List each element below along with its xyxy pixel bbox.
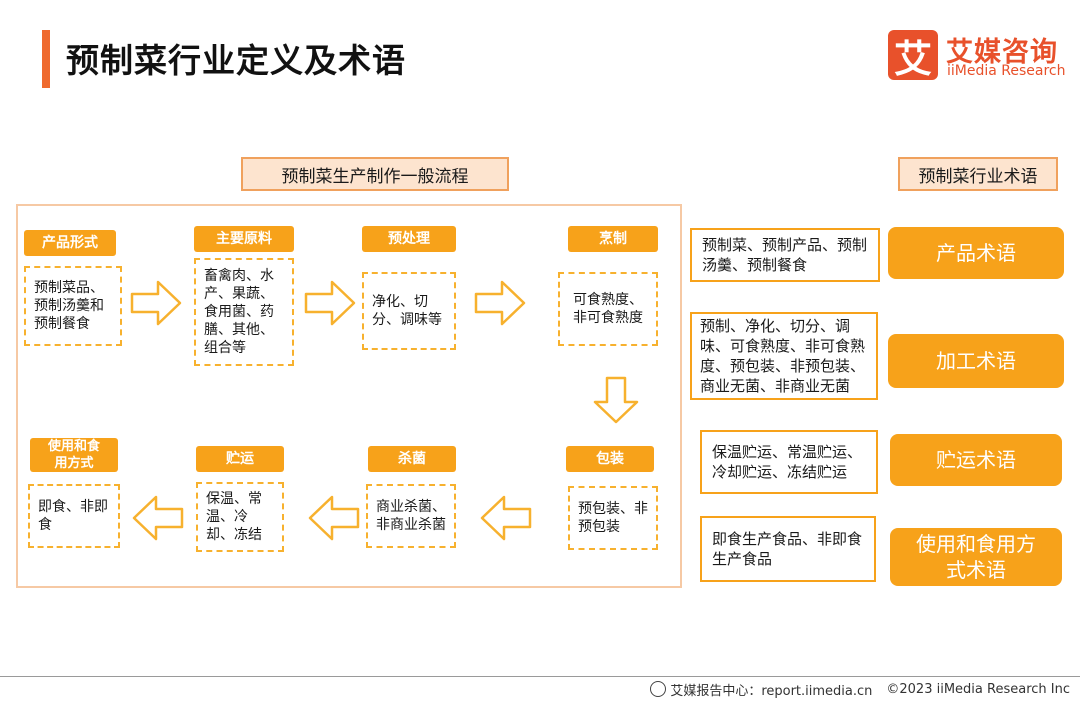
step-box-usage: 即食、非即食 (28, 484, 120, 548)
arrow-left-icon (480, 494, 532, 542)
arrow-right-icon (474, 279, 526, 327)
arrow-left-icon (132, 494, 184, 542)
arrow-right-icon (304, 279, 356, 327)
step-tag-packaging: 包装 (566, 446, 654, 472)
term-name-processing: 加工术语 (888, 334, 1064, 388)
step-tag-sterilization: 杀菌 (368, 446, 456, 472)
footer-copyright: ©2023 iiMedia Research Inc (886, 682, 1070, 697)
step-box-packaging: 预包装、非预包装 (568, 486, 658, 550)
step-box-raw-material: 畜禽肉、水产、果蔬、食用菌、药膳、其他、组合等 (194, 258, 294, 366)
brand-logo-icon: 艾 (888, 30, 938, 81)
footer-divider (0, 676, 1080, 677)
step-box-cooking: 可食熟度、非可食熟度 (558, 272, 658, 346)
step-content-usage: 即食、非即食 (38, 499, 108, 533)
flow-section-title: 预制菜生产制作一般流程 (241, 157, 509, 191)
arrow-right-icon (130, 279, 182, 327)
term-desc-product: 预制菜、预制产品、预制汤羹、预制餐食 (690, 228, 880, 282)
step-box-pretreatment: 净化、切分、调味等 (362, 272, 456, 350)
footer-source-text: 艾媒报告中心：report.iimedia.cn (670, 684, 873, 699)
term-desc-usage: 即食生产食品、非即食生产食品 (700, 516, 876, 582)
arrow-down-icon (592, 376, 640, 424)
step-tag-raw-material: 主要原料 (194, 226, 294, 252)
step-box-sterilization: 商业杀菌、非商业杀菌 (366, 484, 456, 548)
flow-panel (16, 204, 682, 588)
title-accent-bar (42, 30, 50, 88)
term-name-product: 产品术语 (888, 227, 1064, 279)
footer: 艾媒报告中心：report.iimedia.cn ©2023 iiMedia R… (650, 680, 1070, 699)
step-content-packaging: 预包装、非预包装 (578, 501, 648, 535)
step-tag-storage: 贮运 (196, 446, 284, 472)
page-title: 预制菜行业定义及术语 (66, 41, 406, 80)
step-box-product-form: 预制菜品、预制汤羹和预制餐食 (24, 266, 122, 346)
step-content-cooking: 可食熟度、非可食熟度 (573, 292, 643, 326)
arrow-left-icon (308, 494, 360, 542)
brand-name-cn: 艾媒咨询 (946, 37, 1058, 68)
term-desc-processing: 预制、净化、切分、调味、可食熟度、非可食熟度、预包装、非预包装、商业无菌、非商业… (690, 312, 878, 400)
brand-name-en: iiMedia Research (947, 63, 1066, 79)
step-content-product-form: 预制菜品、预制汤羹和预制餐食 (34, 280, 104, 332)
globe-icon (650, 681, 667, 697)
step-tag-cooking: 烹制 (568, 226, 658, 252)
step-content-raw-material: 畜禽肉、水产、果蔬、食用菌、药膳、其他、组合等 (204, 268, 274, 356)
footer-source: 艾媒报告中心：report.iimedia.cn (650, 680, 872, 699)
step-tag-pretreatment: 预处理 (362, 226, 456, 252)
step-content-pretreatment: 净化、切分、调味等 (372, 294, 442, 328)
step-content-sterilization: 商业杀菌、非商业杀菌 (376, 499, 446, 533)
term-name-usage: 使用和食用方式术语 (890, 528, 1062, 586)
step-tag-usage: 使用和食用方式 (30, 438, 118, 472)
step-box-storage: 保温、常温、冷却、冻结 (196, 482, 284, 552)
step-tag-product-form: 产品形式 (24, 230, 116, 256)
step-content-storage: 保温、常温、冷却、冻结 (206, 491, 262, 543)
term-desc-storage: 保温贮运、常温贮运、冷却贮运、冻结贮运 (700, 430, 878, 494)
term-name-storage: 贮运术语 (890, 434, 1062, 486)
terms-section-title: 预制菜行业术语 (898, 157, 1058, 191)
